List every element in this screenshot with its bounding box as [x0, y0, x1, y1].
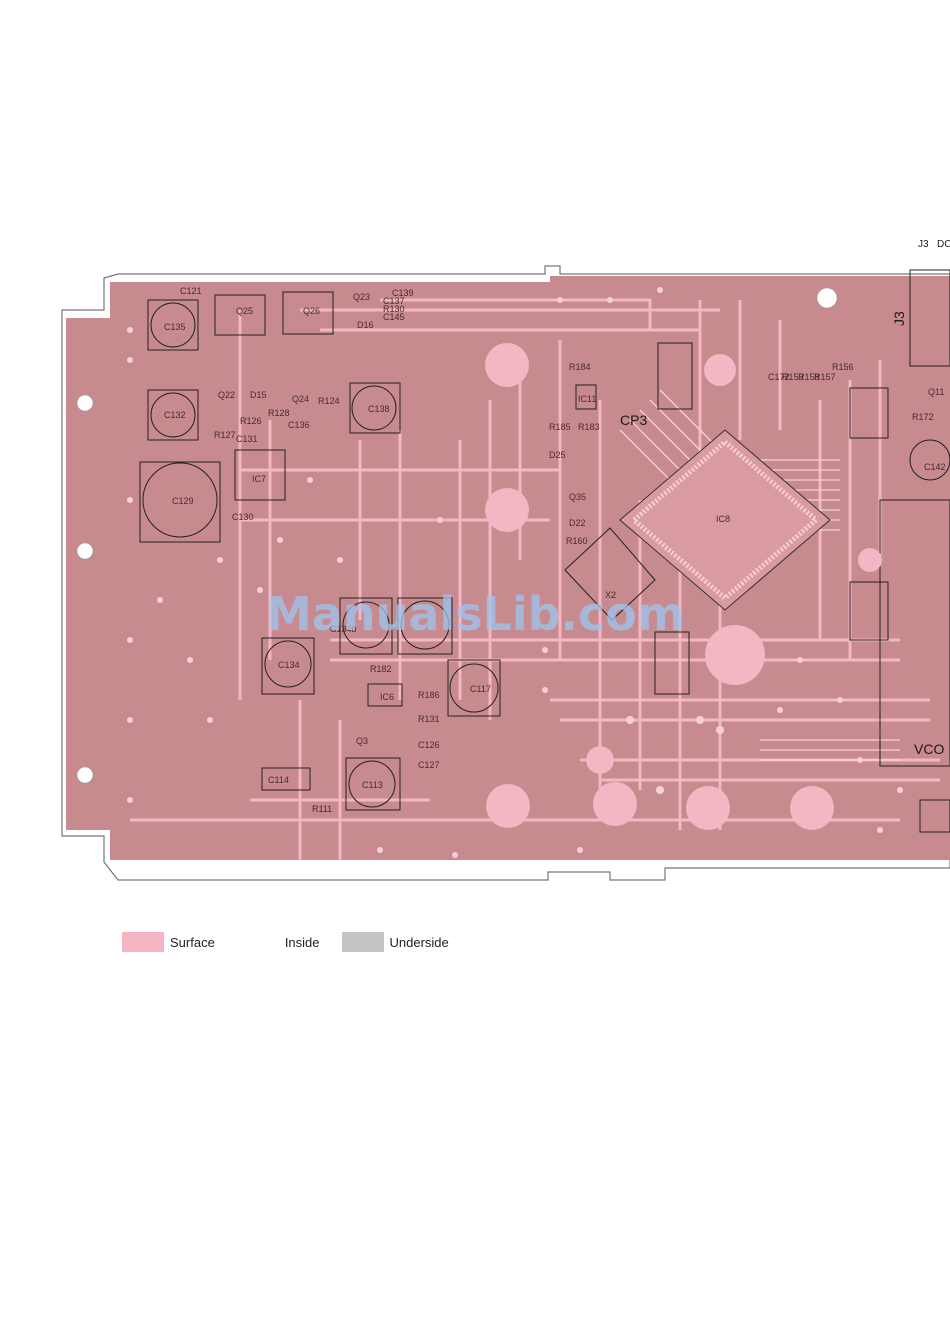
component-designator: R126	[240, 416, 262, 426]
component-designator: C137	[383, 296, 405, 306]
component-designator: Q23	[353, 292, 370, 302]
component-designators: C121 C135 C132 C129 C130 C138 C134 C113 …	[164, 286, 946, 814]
component-designator: R157	[814, 372, 836, 382]
component-designator: C126	[418, 740, 440, 750]
component-designator: C135	[164, 322, 186, 332]
component-designator: Q22	[218, 390, 235, 400]
connector-suffix-label: DC	[937, 239, 950, 250]
board-copper	[66, 276, 950, 860]
watermark: ManualsLib.com	[266, 587, 685, 641]
component-designator: C134b	[330, 624, 357, 634]
legend-label-surface: Surface	[170, 934, 215, 950]
component-designator: D16	[357, 320, 374, 330]
component-designator: D15	[250, 390, 267, 400]
component-designator: C131	[236, 434, 258, 444]
ic8-label: IC8	[716, 514, 730, 524]
legend-swatch-underside	[341, 932, 384, 952]
component-designator: R184	[569, 362, 591, 372]
component-designator: D22	[569, 518, 586, 528]
component-outlines	[139, 269, 950, 833]
component-designator: R159	[782, 372, 804, 382]
ic7-label: IC7	[252, 474, 266, 484]
component-designator: R130	[383, 304, 405, 314]
component-designator: R160	[566, 536, 588, 546]
component-designator: C113	[362, 780, 383, 790]
connector-label: J3	[918, 239, 929, 250]
component-designator: Q24	[292, 394, 309, 404]
component-designator: R158	[798, 372, 820, 382]
legend-label-underside: Underside	[389, 934, 449, 950]
component-designator: C136	[288, 420, 310, 430]
x2-label: X2	[605, 590, 616, 600]
ic6-label: IC6	[380, 692, 394, 702]
component-designator: R131	[418, 714, 440, 724]
vias	[127, 287, 903, 858]
component-designator: C142	[924, 462, 946, 472]
component-designator: C172	[768, 372, 790, 382]
cp3-label: CP3	[620, 412, 647, 428]
ic11-label: IC11	[578, 394, 596, 404]
vco-label: VCO	[914, 741, 944, 757]
mounting-holes	[76, 287, 838, 784]
component-designator: D25	[549, 450, 566, 460]
legend-swatch-inside	[236, 932, 279, 952]
ic8-footprint	[619, 429, 831, 611]
component-designator: C114	[268, 775, 289, 785]
component-designator: C127	[418, 760, 440, 770]
component-designator: C139	[392, 288, 414, 298]
component-designator: Q25	[236, 306, 253, 316]
component-designator: R182	[370, 664, 392, 674]
component-designator: Q26	[303, 306, 320, 316]
component-designator: R128	[268, 408, 290, 418]
component-designator: C132	[164, 410, 186, 420]
component-designator: C129	[172, 496, 194, 506]
component-designator: C121	[180, 286, 202, 296]
component-designator: R124	[318, 396, 340, 406]
layer-legend: Surface Inside Underside	[122, 931, 471, 953]
component-designator: C117	[470, 684, 491, 694]
surface-pads	[485, 343, 882, 830]
component-designator: R156	[832, 362, 854, 372]
component-designator: C145	[383, 312, 405, 322]
legend-swatch-surface	[122, 932, 164, 952]
component-designator: R186	[418, 690, 440, 700]
component-designator: R172	[912, 412, 934, 422]
component-designator: C138	[368, 404, 390, 414]
legend-label-inside: Inside	[284, 934, 320, 950]
component-designator: Q11	[928, 387, 944, 397]
component-designator: C134	[278, 660, 300, 670]
component-designator: C130	[232, 512, 254, 522]
component-designator: Q3	[356, 736, 368, 746]
component-designator: R183	[578, 422, 600, 432]
j3-label: J3	[891, 311, 907, 326]
component-designator: Q35	[569, 492, 586, 502]
component-designator: R185	[549, 422, 571, 432]
component-designator: R111	[312, 804, 332, 814]
component-designator: R127	[214, 430, 236, 440]
